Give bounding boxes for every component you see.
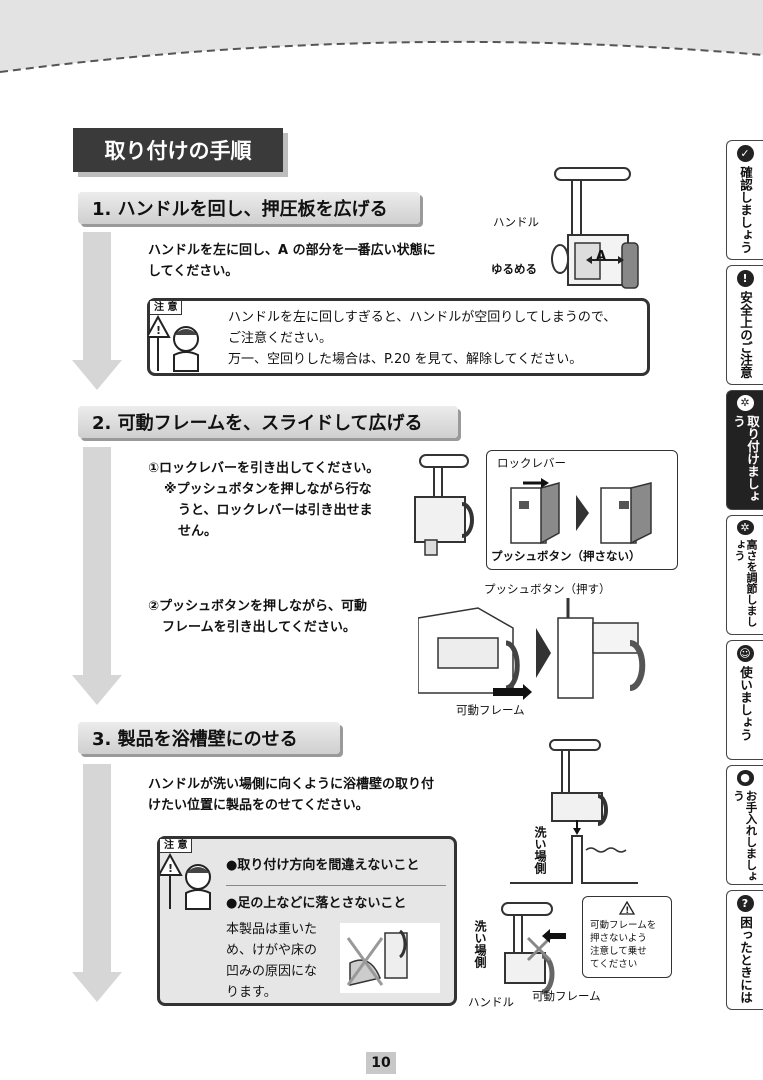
tab-troubleshooting[interactable]: ? 困ったときには <box>726 890 763 1010</box>
step1-flow-arrow <box>83 232 111 360</box>
step2-detail-box: ロックレバー プッシュボタン（押さない） <box>486 450 678 570</box>
step3-tub-wall-illustration <box>510 739 638 884</box>
caution-detail-line: め、けがや床の <box>226 943 318 958</box>
svg-text:!: ! <box>168 862 173 875</box>
wrench-icon: ✲ <box>736 520 754 535</box>
step2-sub2-text: ②プッシュボタンを押しながら、可動 フレームを引き出してください。 <box>148 596 367 638</box>
tab-label: 取り付けましょう <box>731 414 760 503</box>
svg-text:!: ! <box>625 906 629 915</box>
step2-product-illustration <box>414 454 474 556</box>
tab-confirm[interactable]: ✓ 確認しましょう <box>726 140 763 260</box>
step2-title: 2. 可動フレームを、スライドして広げる <box>78 406 458 438</box>
step3-placement-illustration <box>501 902 566 995</box>
warning-triangle-icon: ! <box>619 901 635 915</box>
step3-caution-box: 注 意 ! ●取り付け方向を間違えないこと ●足の上などに落とさないこと 本製品… <box>157 836 457 1006</box>
step3-caution-point2: ●足の上などに落とさないこと <box>226 896 407 911</box>
caution-line: ご注意ください。 <box>228 331 333 346</box>
step1-flow-arrowhead <box>72 360 122 390</box>
tab-usage[interactable]: ☺ 使いましょう <box>726 640 763 760</box>
step1-caution-box: 注 意 ! ハンドルを左に回しすぎると、ハンドルが空回りしてしまうので、 ご注意… <box>147 298 650 376</box>
note-line: 押さないよう <box>590 933 647 944</box>
step3-text-line: ハンドルが洗い場側に向くように浴槽壁の取り付 <box>148 777 435 792</box>
step2-sub1-line: ①ロックレバーを引き出してください。 <box>148 461 380 476</box>
step2-sub1-line: うと、ロックレバーは引き出せま <box>178 503 373 518</box>
step2-sub1-line: ※プッシュボタンを押しながら行な <box>164 482 372 497</box>
water-drop-icon: ● <box>736 770 754 786</box>
caution-detail-line: 凹みの原因にな <box>226 964 318 979</box>
step3-caution-detail: 本製品は重いた め、けがや床の 凹みの原因にな ります。 <box>226 919 317 1003</box>
page-number: 10 <box>366 1052 396 1074</box>
washing-side-label-top: 洗い場側 <box>533 826 547 874</box>
smile-icon: ☺ <box>736 645 754 662</box>
step2-sub2-line: フレームを引き出してください。 <box>162 620 356 635</box>
note-line: てください <box>590 959 638 970</box>
svg-text:!: ! <box>156 324 161 337</box>
caution-detail-line: 本製品は重いた <box>226 922 318 937</box>
check-icon: ✓ <box>736 145 754 162</box>
step1-loosen-label: ゆるめる <box>491 262 537 276</box>
caution-person-icon: ! <box>160 853 211 910</box>
movable-frame-label: 可動フレーム <box>456 703 525 717</box>
question-icon: ? <box>736 895 754 912</box>
caution-line: ハンドルを左に回しすぎると、ハンドルが空回りしてしまうので、 <box>228 310 617 325</box>
step2-lever-detail-illustration <box>510 478 652 545</box>
step1-caution-text: ハンドルを左に回しすぎると、ハンドルが空回りしてしまうので、 ご注意ください。 … <box>228 307 616 370</box>
tab-label: 確認しましょう <box>738 166 753 254</box>
step1-a-label: A <box>596 249 607 264</box>
step1-title: 1. ハンドルを回し、押圧板を広げる <box>78 192 420 224</box>
step2-flow-arrow <box>83 447 111 675</box>
caution-detail-line: ります。 <box>226 985 277 1000</box>
step3-text: ハンドルが洗い場側に向くように浴槽壁の取り付 けたい位置に製品をのせてください。 <box>148 774 434 816</box>
step1-product-illustration <box>551 167 639 289</box>
step1-text-line: してください。 <box>148 264 239 279</box>
tab-safety[interactable]: ! 安全上のご注意 <box>726 265 763 385</box>
section-title: 取り付けの手順 <box>73 128 283 172</box>
tab-label: 困ったときには <box>738 916 753 1004</box>
caution-person-icon: ! <box>148 315 199 372</box>
step3-note-text: 可動フレームを 押さないよう 注意して乗せ てください <box>590 919 656 971</box>
note-line: 可動フレームを <box>590 920 657 931</box>
step2-flow-arrowhead <box>72 675 122 705</box>
caution-line: 万一、空回りした場合は、P.20 を見て、解除してください。 <box>228 352 583 367</box>
step3-caution-point1: ●取り付け方向を間違えないこと <box>226 858 420 873</box>
tab-height-adjust[interactable]: ✲ 高さを調節しましょう <box>726 515 763 635</box>
step2-sub2-line: ②プッシュボタンを押しながら、可動 <box>148 599 368 614</box>
tab-installation[interactable]: ✲ 取り付けましょう <box>726 390 763 510</box>
step1-text: ハンドルを左に回し、A の部分を一番広い状態に してください。 <box>148 240 436 282</box>
step1-handle-label: ハンドル <box>493 215 539 229</box>
note-line: 注意して乗せ <box>590 946 647 957</box>
step3-text-line: けたい位置に製品をのせてください。 <box>148 798 369 813</box>
tab-label: 安全上のご注意 <box>738 291 753 379</box>
step2-push-slide-illustration <box>418 598 646 700</box>
exclamation-icon: ! <box>736 270 754 287</box>
step2-sub1-line: せん。 <box>178 524 218 539</box>
wrench-icon: ✲ <box>736 395 754 411</box>
tab-label: 使いましょう <box>738 666 753 741</box>
step3-flow-arrowhead <box>72 972 122 1002</box>
washing-side-label-bottom: 洗い場側 <box>473 920 487 968</box>
header-band <box>0 0 763 73</box>
step3-title: 3. 製品を浴槽壁にのせる <box>78 722 340 754</box>
step3-note-box: ! 可動フレームを 押さないよう 注意して乗せ てください <box>582 896 672 978</box>
tab-maintenance[interactable]: ● お手入れしましょう <box>726 765 763 885</box>
tab-label: 高さを調節しましょう <box>733 538 758 627</box>
tab-label: お手入れしましょう <box>732 789 759 882</box>
caution-label: 注 意 <box>159 838 193 853</box>
step1-text-line: ハンドルを左に回し、A の部分を一番広い状態に <box>148 243 436 258</box>
step2-sub1-text: ①ロックレバーを引き出してください。 ※プッシュボタンを押しながら行な うと、ロ… <box>148 458 379 542</box>
step3-frame-label: 可動フレーム <box>532 989 601 1003</box>
push-button-not-pressed-label: プッシュボタン（押さない） <box>491 549 641 563</box>
step3-flow-arrow <box>83 764 111 972</box>
caution-divider <box>226 885 446 886</box>
caution-label: 注 意 <box>149 300 183 315</box>
push-button-pressed-label: プッシュボタン（押す） <box>484 582 611 596</box>
drop-warning-illustration <box>340 923 440 993</box>
lock-lever-label: ロックレバー <box>497 456 566 470</box>
step3-handle-label: ハンドル <box>468 995 514 1009</box>
